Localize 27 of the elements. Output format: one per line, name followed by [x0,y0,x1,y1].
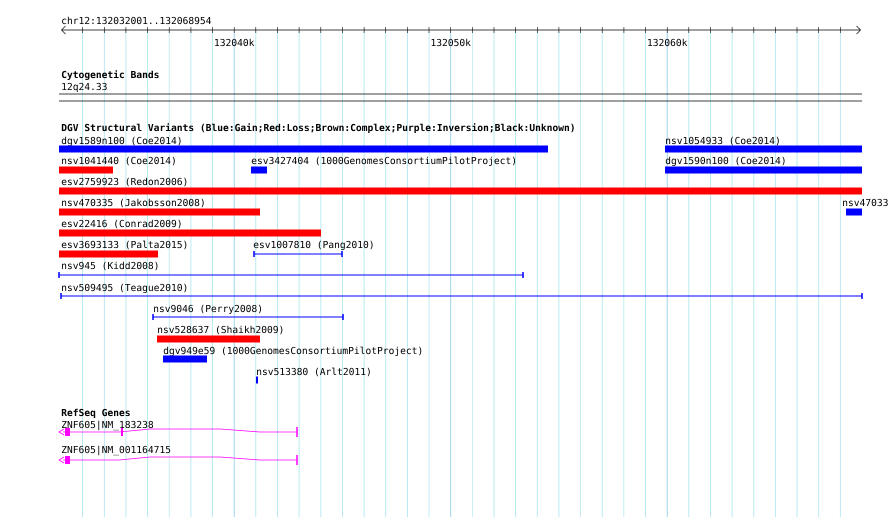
feature-label: nsv470335 (Jakobsson2008) [62,198,204,208]
feature-label: ZNF605|NM_183238 [62,420,154,430]
feature-label: esv3693133 (Palta2015) [62,240,186,250]
coordinate-label: chr12:132032001..132068954 [62,16,211,24]
feature-label: esv2759923 (Redon2006) [62,178,186,186]
band-label: 12q24.33 [62,82,107,92]
feature-label: esv1007810 (Pang2010) [254,240,373,250]
feature-label: esv3427404 (1000GenomesConsortiumPilotProject) [252,156,516,166]
tick-label: 132060k [648,38,688,46]
feature-label: nsv509495 (Teague2010) [62,284,186,294]
feature-label: nsv47033 [843,198,888,206]
feature-label: nsv945 (Kidd2008) [62,262,158,270]
feature-label: nsv9046 (Perry2008) [154,304,261,314]
feature-label: ZNF605|NM_001164715 [62,446,170,456]
feature-label: nsv1041440 (Coe2014) [62,156,175,166]
track-title: RefSeq Genes [62,408,130,418]
feature-label: nsv528637 (Shaikh2009) [158,326,282,334]
track-title: Cytogenetic Bands [62,70,159,80]
feature-label: esv22416 (Conrad2009) [62,220,181,228]
tick-label: 132040k [215,38,254,46]
feature-label: dgv949e59 (1000GenomesConsortiumPilotProject) [164,346,422,356]
feature-label: nsv513380 (Arlt2011) [257,368,370,376]
feature-label: dgv1589n100 (Coe2014) [62,136,181,146]
track-title: DGV Structural Variants (Blue:Gain;Red:Loss;Brown:Complex;Purple:Inversion;Black:Unknown) [62,123,574,133]
feature-label: nsv1054933 (Coe2014) [666,136,779,146]
tick-label: 132050k [432,38,471,46]
feature-label: dgv1590n100 (Coe2014) [666,156,785,166]
